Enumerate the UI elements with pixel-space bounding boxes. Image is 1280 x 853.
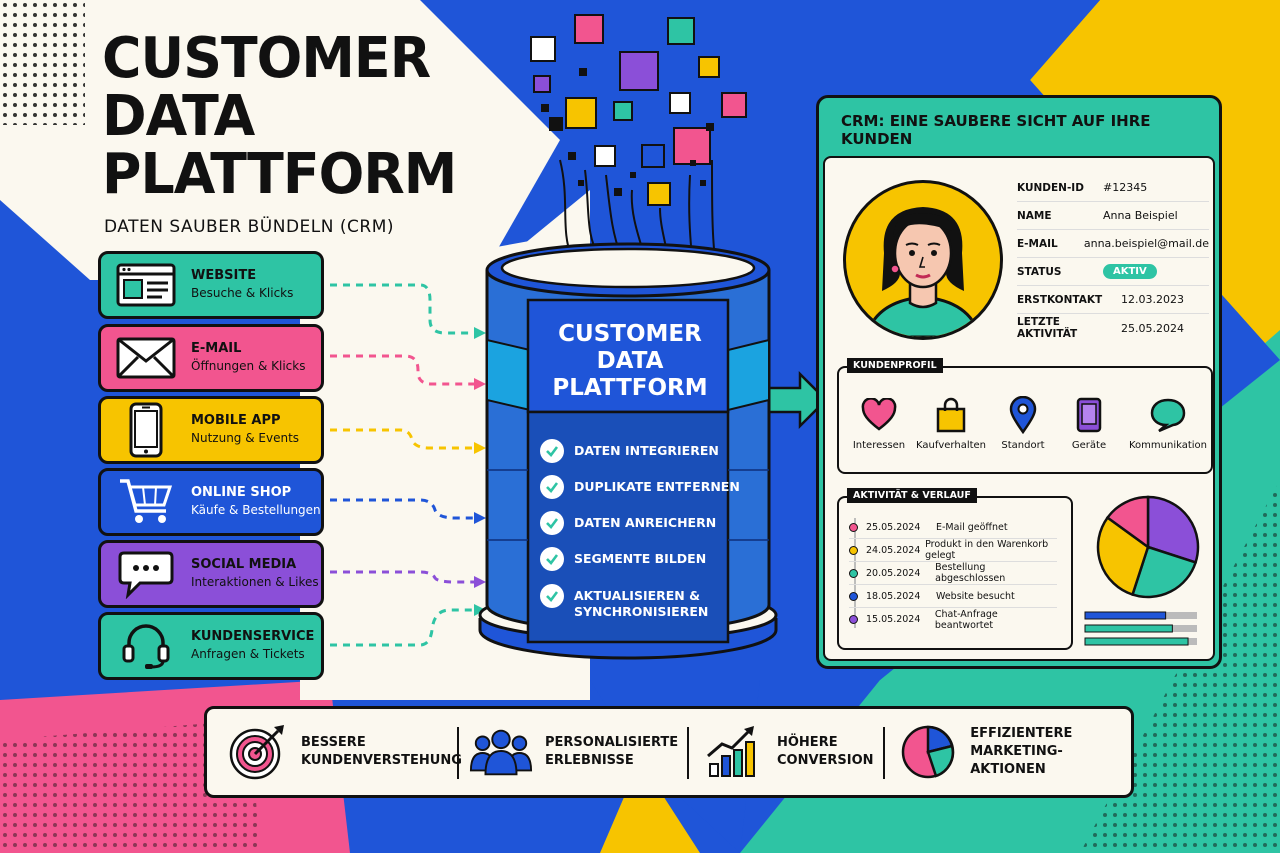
- timeline-dot: [849, 615, 858, 624]
- crm-header: CRM: EINE SAUBERE SICHT AUF IHRE KUNDEN: [841, 112, 1151, 148]
- source-online-shop: ONLINE SHOP Käufe & Bestellungen: [98, 468, 324, 536]
- profile-item: Geräte: [1049, 396, 1129, 451]
- timeline-dot: [849, 522, 858, 532]
- pie-slice: [1105, 495, 1150, 550]
- checkmark-icon: [540, 511, 564, 535]
- shopping-cart-icon: [120, 479, 173, 523]
- mini-pie-chart: [1096, 495, 1200, 599]
- device-icon: [1076, 397, 1102, 433]
- source-label: MOBILE APP: [191, 413, 281, 428]
- profile-item: Kaufverhalten: [911, 396, 991, 451]
- source-website: WEBSITE Besuche & Klicks: [98, 251, 324, 319]
- source-sub: Interaktionen & Likes: [191, 575, 319, 589]
- pie-slice: [1146, 495, 1200, 565]
- growth-chart-icon: [707, 726, 755, 777]
- target-icon: [229, 725, 284, 780]
- checkmark-icon: [540, 584, 564, 608]
- profile-item: Interessen: [839, 396, 919, 451]
- source-sub: Nutzung & Events: [191, 431, 300, 445]
- bar-fill: [1084, 637, 1189, 646]
- divider: [457, 727, 459, 779]
- pie-slice: [1130, 545, 1198, 599]
- profile-item: Kommunikation: [1121, 396, 1215, 451]
- cdp-feature: DUPLIKATE ENTFERNEN: [540, 475, 740, 499]
- profile-item: Standort: [983, 396, 1063, 451]
- cdp-feature: AKTUALISIEREN &SYNCHRONISIEREN: [540, 584, 708, 620]
- cdp-feature: DATEN ANREICHERN: [540, 511, 716, 535]
- cdp-title: CUSTOMER DATA PLATTFORM: [552, 321, 708, 401]
- location-pin-icon: [1009, 396, 1037, 434]
- field-row: KUNDEN-ID#12345: [1017, 174, 1209, 202]
- customer-profile-box: KUNDENPROFIL Interessen Kaufverhalten St…: [837, 358, 1215, 474]
- source-email: E-MAIL Öffnungen & Klicks: [98, 324, 324, 392]
- source-label: SOCIAL MEDIA: [191, 557, 297, 572]
- status-badge: AKTIV: [1103, 264, 1157, 279]
- divider: [687, 727, 689, 779]
- timeline-dot: [849, 591, 858, 601]
- browser-icon: [116, 263, 176, 307]
- checkmark-icon: [540, 475, 564, 499]
- customer-portrait-icon: [864, 207, 982, 337]
- page-subtitle: DATEN SAUBER BÜNDELN (CRM): [104, 217, 395, 237]
- speech-bubble-icon: [1150, 398, 1186, 433]
- arrow-to-crm: [766, 370, 828, 430]
- source-sub: Anfragen & Tickets: [191, 647, 305, 661]
- source-sub: Besuche & Klicks: [191, 286, 294, 300]
- chat-bubble-icon: [118, 551, 174, 599]
- envelope-icon: [116, 337, 176, 379]
- source-label: E-MAIL: [191, 341, 242, 356]
- mini-bar-chart: [1084, 611, 1197, 646]
- pie-chart-icon: [901, 725, 954, 779]
- cdp-feature: DATEN INTEGRIEREN: [540, 439, 719, 463]
- bar-fill: [1084, 611, 1167, 620]
- divider: [883, 727, 885, 779]
- page-title: CUSTOMER DATA PLATTFORM: [102, 26, 457, 207]
- source-label: ONLINE SHOP: [191, 485, 292, 500]
- cdp-feature: SEGMENTE BILDEN: [540, 547, 706, 571]
- smartphone-icon: [129, 402, 163, 458]
- avatar: [843, 180, 1003, 340]
- heart-icon: [861, 398, 897, 431]
- headset-icon: [122, 624, 170, 669]
- timeline-dot: [849, 545, 858, 555]
- source-mobile-app: MOBILE APP Nutzung & Events: [98, 396, 324, 464]
- source-social-media: SOCIAL MEDIA Interaktionen & Likes: [98, 540, 324, 608]
- source-sub: Käufe & Bestellungen: [191, 503, 321, 517]
- checkmark-icon: [540, 547, 564, 571]
- crm-panel: CRM: EINE SAUBERE SICHT AUF IHRE KUNDEN: [816, 95, 1222, 669]
- timeline-dot: [849, 568, 858, 578]
- people-icon: [469, 729, 533, 776]
- source-label: WEBSITE: [191, 268, 257, 283]
- source-kundenservice: KUNDENSERVICE Anfragen & Tickets: [98, 612, 324, 680]
- checkmark-icon: [540, 439, 564, 463]
- source-label: KUNDENSERVICE: [191, 629, 315, 644]
- source-sub: Öffnungen & Klicks: [191, 359, 306, 373]
- bar-fill: [1084, 624, 1173, 633]
- shopping-bag-icon: [936, 397, 966, 433]
- pie-slice: [1096, 515, 1150, 597]
